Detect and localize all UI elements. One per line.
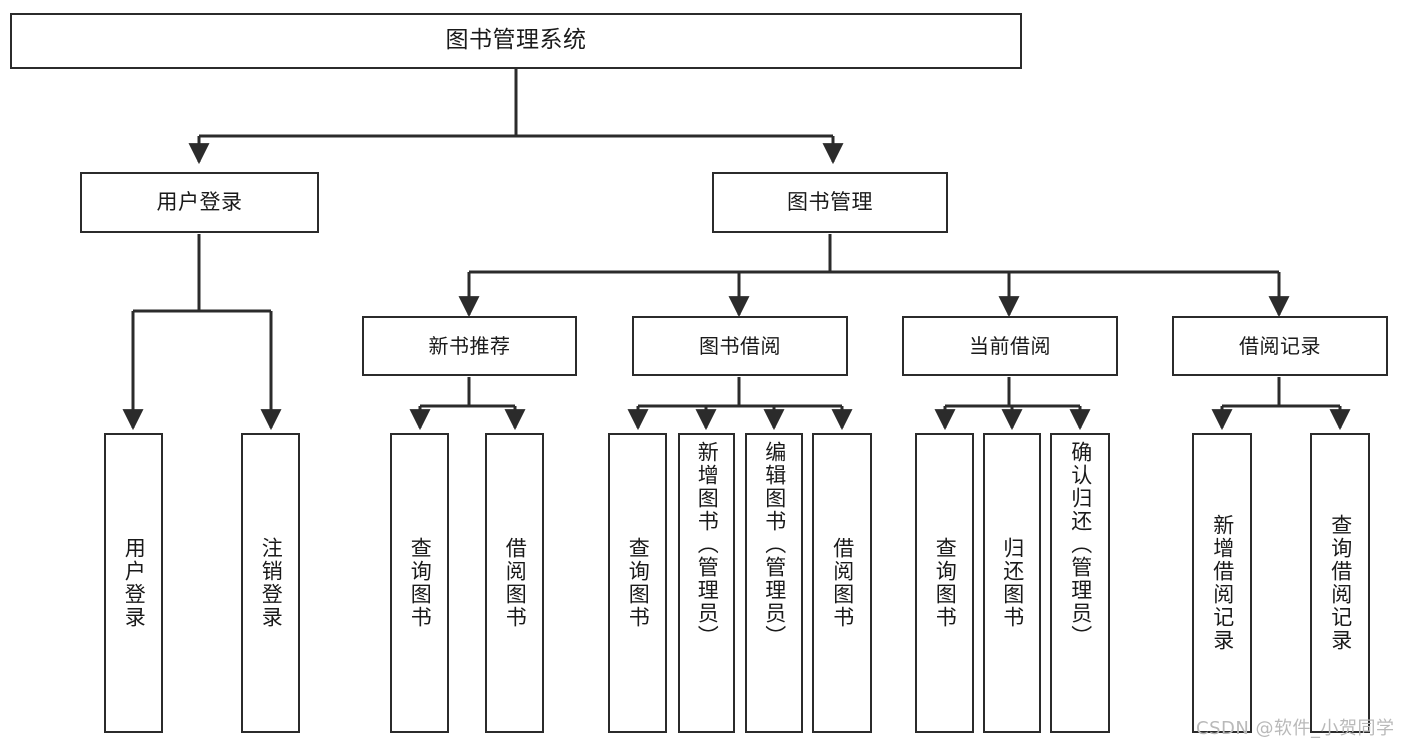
leaf-current-borrow-query[interactable]: 查询图书 [915, 433, 974, 733]
leaf-new-books-query[interactable]: 查询图书 [390, 433, 449, 733]
leaf-new-books-borrow[interactable]: 借阅图书 [485, 433, 544, 733]
leaf-book-borrow-edit-label: 编辑图书（管理员） [762, 441, 787, 648]
node-book-borrow[interactable]: 图书借阅 [632, 316, 848, 376]
leaf-current-borrow-confirm-label: 确认归还（管理员） [1068, 441, 1093, 648]
node-user-login[interactable]: 用户登录 [80, 172, 319, 233]
leaf-borrow-records-query[interactable]: 查询借阅记录 [1310, 433, 1370, 733]
node-new-book-recommend[interactable]: 新书推荐 [362, 316, 577, 376]
leaf-current-borrow-query-label: 查询图书 [933, 537, 958, 629]
leaf-user-login-signin[interactable]: 用户登录 [104, 433, 163, 733]
node-current-borrow-label: 当前借阅 [969, 334, 1051, 358]
leaf-book-borrow-query-label: 查询图书 [626, 537, 651, 629]
leaf-new-books-borrow-label: 借阅图书 [503, 537, 528, 629]
leaf-current-borrow-confirm[interactable]: 确认归还（管理员） [1050, 433, 1110, 733]
leaf-new-books-query-label: 查询图书 [408, 537, 433, 629]
leaf-book-borrow-borrow-label: 借阅图书 [830, 537, 855, 629]
leaf-book-borrow-add-label: 新增图书（管理员） [695, 441, 720, 648]
node-book-management[interactable]: 图书管理 [712, 172, 948, 233]
leaf-borrow-records-query-label: 查询借阅记录 [1328, 514, 1353, 652]
leaf-user-login-signout[interactable]: 注销登录 [241, 433, 300, 733]
node-book-management-label: 图书管理 [787, 189, 873, 214]
leaf-current-borrow-return-label: 归还图书 [1000, 537, 1025, 629]
node-root[interactable]: 图书管理系统 [10, 13, 1022, 69]
node-new-book-recommend-label: 新书推荐 [428, 334, 511, 358]
leaf-current-borrow-return[interactable]: 归还图书 [983, 433, 1041, 733]
leaf-book-borrow-query[interactable]: 查询图书 [608, 433, 667, 733]
node-user-login-label: 用户登录 [156, 189, 243, 214]
node-borrow-records-label: 借阅记录 [1239, 334, 1321, 358]
leaf-user-login-signin-label: 用户登录 [122, 537, 147, 629]
node-book-borrow-label: 图书借阅 [699, 334, 781, 358]
leaf-borrow-records-add[interactable]: 新增借阅记录 [1192, 433, 1252, 733]
leaf-book-borrow-add[interactable]: 新增图书（管理员） [678, 433, 735, 733]
node-current-borrow[interactable]: 当前借阅 [902, 316, 1118, 376]
node-root-label: 图书管理系统 [445, 27, 587, 54]
node-borrow-records[interactable]: 借阅记录 [1172, 316, 1388, 376]
leaf-book-borrow-borrow[interactable]: 借阅图书 [812, 433, 872, 733]
leaf-user-login-signout-label: 注销登录 [259, 537, 284, 629]
leaf-borrow-records-add-label: 新增借阅记录 [1210, 514, 1235, 652]
leaf-book-borrow-edit[interactable]: 编辑图书（管理员） [745, 433, 803, 733]
